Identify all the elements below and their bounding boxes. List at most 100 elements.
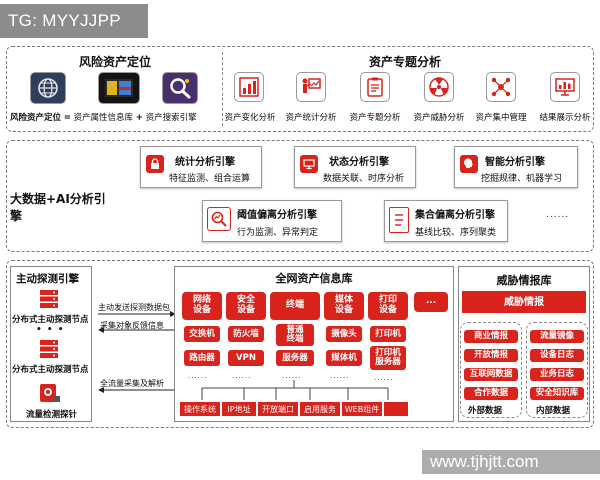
int-biz-log: 业务日志	[530, 368, 584, 381]
brain-icon	[460, 155, 478, 173]
asset-db-box	[174, 266, 454, 422]
sub-more-3: ......	[282, 372, 302, 380]
attr-port: 开放端口	[258, 402, 298, 416]
engine-smart-title: 智能分析引擎	[485, 157, 545, 168]
analysis-label-1: 资产变化分析	[224, 113, 276, 123]
category-print: 打印 设备	[368, 292, 408, 320]
engine-set-sub: 基线比较、序列聚类	[415, 228, 497, 238]
server-icon-1	[38, 289, 60, 309]
category-media: 媒体 设备	[324, 292, 364, 320]
risk-caption-plus: +	[135, 113, 143, 123]
engine-state: 状态分析引擎 数据关联、时序分析	[294, 146, 416, 188]
sub-camera: 摄像头	[326, 326, 362, 342]
risk-caption-mid: 资产属性信息库	[73, 113, 134, 123]
checklist-icon	[389, 207, 409, 233]
ext-partner: 合作数据	[464, 387, 518, 400]
engine-stat: 统计分析引擎 特征监测、组合运算	[140, 146, 262, 188]
network-icon	[486, 72, 516, 102]
top-divider	[222, 52, 223, 126]
clipboard-icon	[360, 72, 390, 102]
attr-service: 启用服务	[300, 402, 340, 416]
attr-ip: IP地址	[222, 402, 256, 416]
probe-node-1: 分布式主动探测节点	[12, 315, 89, 325]
risk-caption-right: 资产搜索引擎	[145, 113, 197, 123]
engine-state-title: 状态分析引擎	[329, 157, 389, 168]
engine-set: 集合偏离分析引擎 基线比较、序列聚类	[384, 200, 508, 242]
sub-more-5: ......	[374, 374, 394, 382]
analysis-label-2: 资产统计分析	[285, 113, 337, 123]
watermark: www.tjhjtt.com	[422, 450, 600, 474]
asset-db-title: 全网资产信息库	[275, 272, 353, 285]
engine-smart-sub: 挖掘规律、机器学习	[481, 174, 563, 184]
sub-firewall: 防火墙	[228, 326, 264, 342]
sub-switch: 交换机	[184, 326, 220, 342]
book-icon	[98, 72, 140, 104]
tag-label: TG: MYYJJPP	[0, 4, 148, 38]
category-network: 网络 设备	[182, 292, 222, 320]
engine-smart: 智能分析引擎 挖掘规律、机器学习	[454, 146, 578, 188]
int-device-log: 设备日志	[530, 349, 584, 362]
sub-terminal: 普通 终端	[276, 324, 314, 346]
engine-state-sub: 数据关联、时序分析	[323, 174, 405, 184]
int-traffic: 流量镜像	[530, 330, 584, 343]
sub-media: 媒体机	[326, 350, 362, 366]
arrow-label-send: 主动发送探测数据包	[98, 303, 170, 312]
external-label: 外部数据	[468, 406, 503, 416]
probe-label: 流量检测探针	[26, 410, 78, 420]
internal-data-group	[526, 322, 588, 418]
category-terminal: 终端	[270, 292, 320, 320]
probe-node-2: 分布式主动探测节点	[12, 365, 89, 375]
bottom-panel	[6, 260, 594, 428]
lock-icon	[146, 155, 164, 173]
search-icon	[162, 72, 198, 104]
ext-commercial: 商业情报	[464, 330, 518, 343]
risk-caption: 风险资产定位 = 资产属性信息库 + 资产搜索引擎	[10, 111, 197, 123]
trend-search-icon	[207, 207, 231, 231]
internal-label: 内部数据	[536, 406, 571, 416]
probe-engine-title: 主动探测引擎	[16, 273, 79, 285]
sub-print-server: 打印机 服务器	[370, 346, 406, 370]
analysis-label-3: 资产专题分析	[349, 113, 401, 123]
category-more: ...	[414, 292, 448, 312]
arrow-label-collect: 全流量采集及解析	[100, 379, 164, 388]
bigdata-panel	[6, 140, 594, 252]
chart-change-icon	[234, 72, 264, 102]
server-icon-2	[38, 339, 60, 359]
attr-os: 操作系统	[180, 402, 220, 416]
radiation-icon	[424, 72, 454, 102]
monitor-icon	[300, 155, 318, 173]
engine-stat-sub: 特征监测、组合运算	[169, 174, 251, 184]
bigdata-label: 大数据+AI分析引擎	[10, 192, 106, 223]
sub-more-2: ......	[232, 372, 252, 380]
sub-more-4: ......	[330, 372, 350, 380]
int-knowledge: 安全知识库	[530, 387, 584, 400]
globe-icon	[30, 72, 66, 104]
sub-router: 路由器	[184, 350, 220, 366]
engine-threshold-title: 阈值偏离分析引擎	[237, 210, 317, 221]
engines-more: ......	[546, 210, 570, 220]
attr-web: WEB组件	[342, 402, 382, 416]
sub-more-1: ......	[188, 372, 208, 380]
sub-vpn: VPN	[228, 350, 264, 366]
threat-db-title: 威胁情报库	[496, 274, 552, 287]
analysis-label-4: 资产威胁分析	[413, 113, 465, 123]
sub-printer: 打印机	[370, 326, 406, 342]
ext-open: 开放情报	[464, 349, 518, 362]
arrow-label-feedback: 采集对象反馈信息	[100, 321, 164, 330]
engine-threshold-sub: 行为监测、异常判定	[237, 228, 319, 238]
presenter-icon	[296, 72, 326, 102]
risk-caption-equals: =	[63, 113, 71, 123]
monitor-chart-icon	[550, 72, 580, 102]
engine-stat-title: 统计分析引擎	[175, 157, 235, 168]
engine-threshold: 阈值偏离分析引擎 行为监测、异常判定	[202, 200, 342, 242]
top-panel	[6, 46, 594, 132]
probe-detector-icon	[38, 382, 62, 404]
attr-extra	[384, 402, 408, 416]
analysis-title: 资产专题分析	[368, 55, 441, 69]
threat-header: 威胁情报	[462, 291, 586, 313]
category-security: 安全 设备	[226, 292, 266, 320]
risk-caption-left: 风险资产定位	[10, 113, 62, 123]
engine-set-title: 集合偏离分析引擎	[415, 210, 495, 221]
probe-dots: • • •	[36, 325, 65, 335]
sub-server: 服务器	[276, 350, 314, 366]
